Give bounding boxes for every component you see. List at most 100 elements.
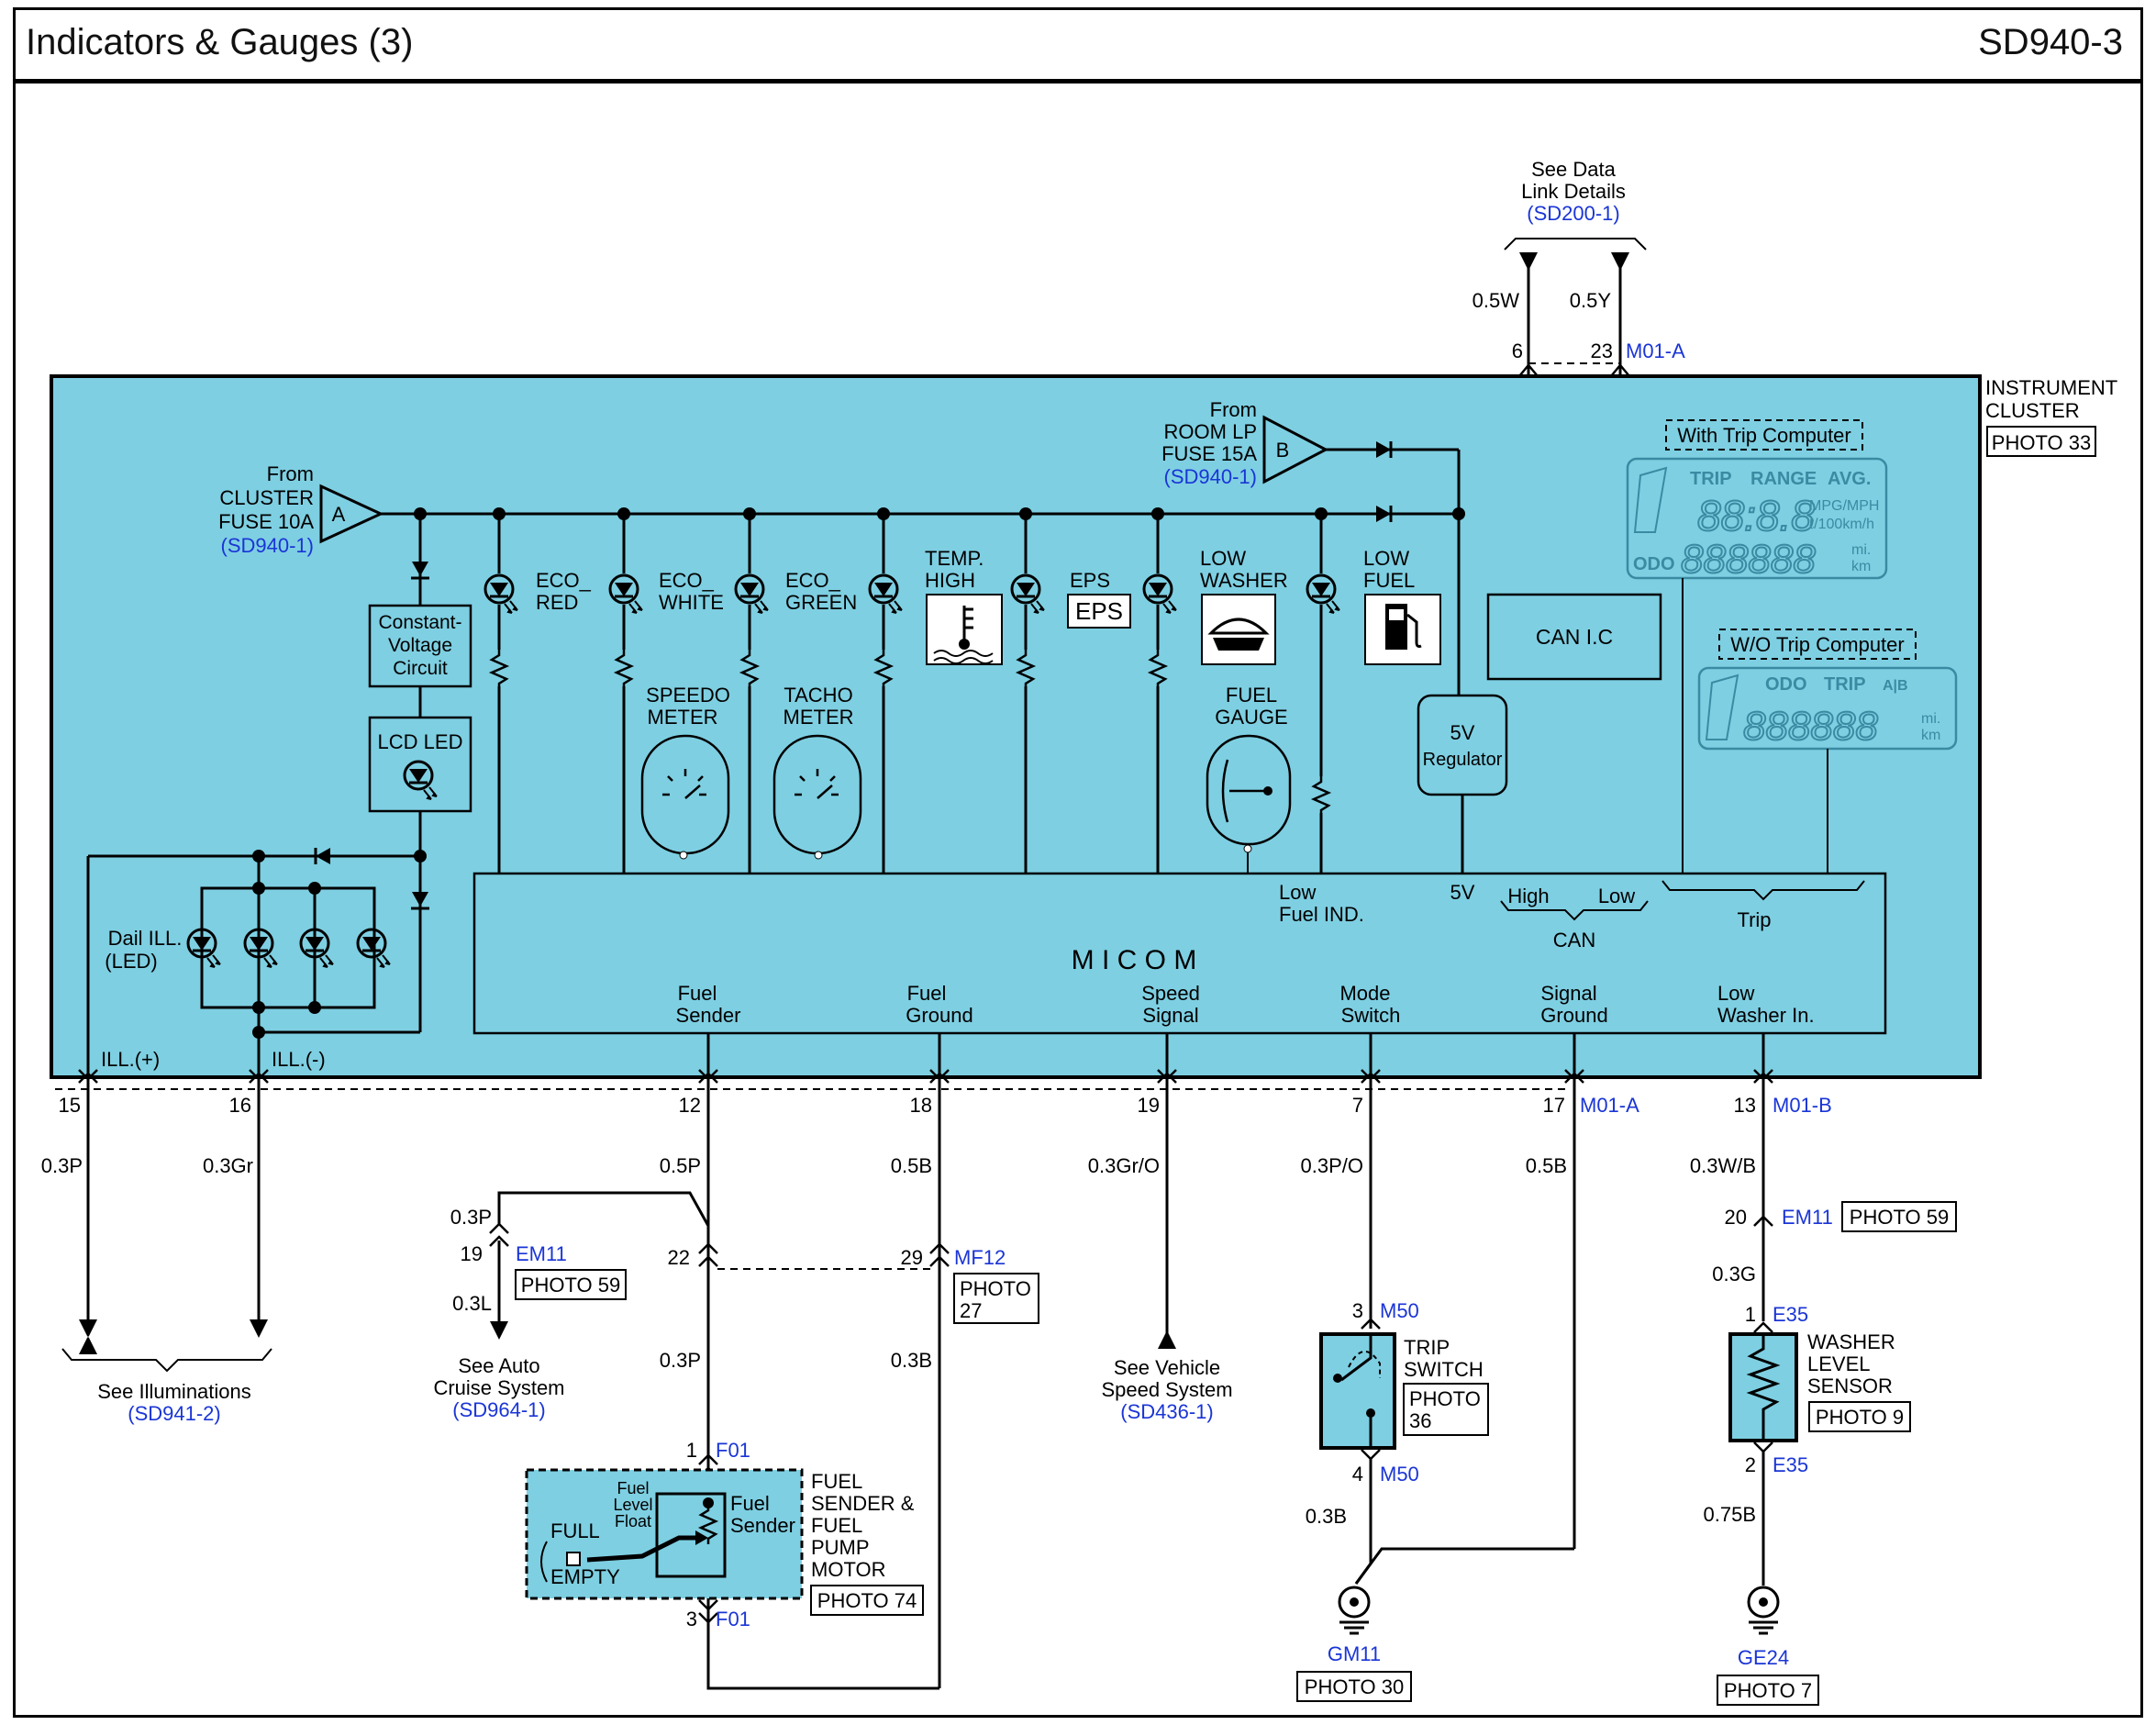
- pin-16: 16: [229, 1094, 251, 1117]
- wire-05b-sg: 0.5B: [1526, 1154, 1567, 1177]
- conn-em11-cruise[interactable]: EM11: [516, 1242, 567, 1265]
- photo27-box: [953, 1273, 1039, 1324]
- arrow-vss: [1158, 1330, 1176, 1349]
- wire-03g: 0.3G: [1712, 1263, 1756, 1285]
- diode-dial: [412, 892, 428, 907]
- fuseB-ref[interactable]: (SD940-1): [1164, 465, 1257, 488]
- wire-cruise: [497, 1191, 710, 1227]
- photo7-box: [1717, 1675, 1819, 1706]
- fuel-float-arm: [586, 1535, 697, 1563]
- wire-03b-fg: 0.3B: [891, 1349, 932, 1372]
- arrow-ill-pos: [79, 1319, 97, 1354]
- eco-green-l1: ECO_: [785, 569, 841, 592]
- photo36-l2: 36: [1409, 1409, 1431, 1432]
- fuel-gauge-needle: [1221, 759, 1266, 823]
- trip-m50-top[interactable]: M50: [1380, 1299, 1419, 1322]
- illum-l1: See Illuminations: [97, 1380, 251, 1403]
- speedo-l2: METER: [648, 706, 718, 729]
- fs-f01-top[interactable]: F01: [716, 1439, 750, 1462]
- eco-red-l2: RED: [536, 591, 578, 614]
- fuseA-ref[interactable]: (SD940-1): [221, 534, 314, 557]
- micom-label: M I C O M: [1072, 945, 1197, 975]
- m50-top-chevron: [1361, 1318, 1381, 1330]
- vss-ref[interactable]: (SD436-1): [1120, 1400, 1213, 1423]
- washer-l1: LOW: [1200, 547, 1246, 570]
- pin-18: 18: [910, 1094, 932, 1117]
- wire-03wb: 0.3W/B: [1690, 1154, 1756, 1177]
- micom-fg1: Fuel: [907, 982, 947, 1005]
- fuseB-l3: FUSE 15A: [1161, 442, 1257, 465]
- fs-l4: PUMP: [811, 1536, 870, 1559]
- can-brace: [1500, 900, 1649, 921]
- diode-bus: [1376, 506, 1391, 522]
- conn-mf12[interactable]: MF12: [954, 1246, 1006, 1269]
- washer-l3: SENSOR: [1807, 1374, 1893, 1397]
- fuseB-tag: B: [1276, 439, 1290, 462]
- washer-e35-bottom[interactable]: E35: [1773, 1453, 1808, 1476]
- ill-pos-label: ILL.(+): [101, 1048, 160, 1071]
- fs-pin3: 3: [686, 1608, 697, 1630]
- washer-sensor-res: [1746, 1334, 1781, 1441]
- fs-sender1: Fuel: [730, 1492, 770, 1515]
- lcd-trip-word: TRIP: [1690, 469, 1732, 489]
- tacho-meter-icon: [772, 734, 862, 855]
- wire-03b-trip: 0.3B: [1306, 1505, 1347, 1528]
- micom-low-can: Low: [1598, 885, 1635, 907]
- pin-7: 7: [1352, 1094, 1363, 1117]
- eco-white-l2: WHITE: [659, 591, 724, 614]
- ground-gm11-label[interactable]: GM11: [1328, 1642, 1381, 1665]
- trip-switch-box: [1319, 1332, 1396, 1450]
- lcd-odo: ODO: [1633, 554, 1675, 574]
- conn-m01b[interactable]: M01-B: [1773, 1094, 1832, 1117]
- can-ic-label: CAN I.C: [1536, 625, 1613, 649]
- photo27-l1: PHOTO: [960, 1277, 1031, 1300]
- conn-m01a-bottom[interactable]: M01-A: [1580, 1094, 1639, 1117]
- ground-ge24-bars: [1749, 1620, 1778, 1635]
- photo59-label: PHOTO 59: [521, 1274, 620, 1297]
- micom-trip: Trip: [1737, 908, 1771, 931]
- eco-red-l1: ECO_: [536, 569, 592, 592]
- trip-m50-bottom[interactable]: M50: [1380, 1463, 1419, 1486]
- fuseA-tag: A: [332, 503, 346, 526]
- temp-thermo-icon: [962, 606, 973, 640]
- conn-m01a-top[interactable]: M01-A: [1626, 339, 1685, 362]
- top-connector-ticks: [1518, 363, 1630, 377]
- conn-em11-washer[interactable]: EM11: [1782, 1206, 1833, 1229]
- lcd-range-word: RANGE: [1750, 469, 1817, 489]
- fuseA-triangle: [319, 484, 384, 544]
- fs-l1: FUEL: [811, 1470, 862, 1493]
- wire-05p: 0.5P: [660, 1154, 701, 1177]
- cruise-l2: Cruise System: [433, 1376, 564, 1399]
- micom-sg1: Signal: [1540, 982, 1596, 1005]
- cruise-ref[interactable]: (SD964-1): [452, 1398, 545, 1421]
- ground-ge24-label[interactable]: GE24: [1738, 1646, 1789, 1669]
- dial-l1: Dail ILL.: [108, 927, 183, 950]
- wire-sg-ground: [1354, 1547, 1574, 1585]
- bottom-wires: [86, 1033, 1765, 1688]
- wo-trip-label: W/O Trip Computer: [1730, 633, 1904, 656]
- wire-03gr: 0.3Gr: [203, 1154, 253, 1177]
- data-link-ref[interactable]: (SD200-1): [1527, 202, 1619, 225]
- lcd-led-label: LCD LED: [378, 730, 463, 753]
- fs-l3: FUEL: [811, 1514, 862, 1537]
- illum-ref[interactable]: (SD941-2): [128, 1402, 220, 1425]
- wire-label-05w: 0.5W: [1473, 289, 1520, 312]
- conn22-chevron: [698, 1242, 718, 1267]
- fs-junction: [703, 1497, 714, 1508]
- fs-empty: EMPTY: [550, 1565, 620, 1588]
- illum-brace: [61, 1348, 272, 1373]
- data-link-bracket: [1504, 238, 1647, 250]
- washer-e35-top[interactable]: E35: [1773, 1303, 1808, 1326]
- washer-pin1: 1: [1745, 1303, 1756, 1326]
- fuel-float-arrow: [695, 1530, 708, 1545]
- micom-lw2: Washer In.: [1717, 1004, 1815, 1027]
- lcd-wo-mi: mi.: [1921, 711, 1940, 727]
- regulator-box: [1417, 694, 1508, 796]
- cluster-name1: INSTRUMENT: [1985, 376, 2117, 399]
- fs-f01-bottom[interactable]: F01: [716, 1608, 750, 1630]
- eco-white-l1: ECO_: [659, 569, 715, 592]
- pin-15: 15: [59, 1094, 81, 1117]
- header-rule: [13, 79, 2143, 83]
- dial-l2: (LED): [105, 950, 157, 973]
